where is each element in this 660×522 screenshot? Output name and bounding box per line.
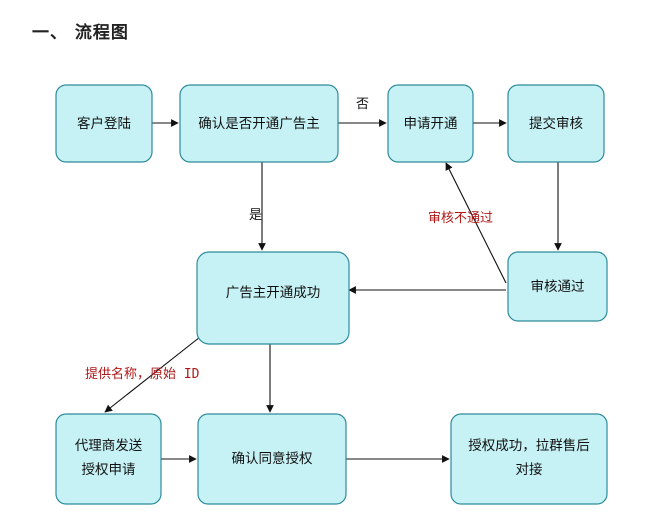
- node-confirm-authorize: 确认同意授权: [197, 413, 347, 505]
- node-submit-review: 提交审核: [507, 84, 605, 163]
- node-apply-open: 申请开通: [387, 84, 474, 163]
- node-confirm-advertiser-label: 确认是否开通广告主: [198, 116, 320, 132]
- edge-advertiser-opened-to-agent-send: [104, 336, 201, 413]
- node-review-passed-label: 审核通过: [531, 279, 585, 295]
- edge-label-review-failed: 审核不通过: [428, 211, 493, 226]
- node-login-label: 客户登陆: [77, 115, 131, 132]
- node-login: 客户登陆: [55, 84, 153, 163]
- node-agent-send: 代理商发送 授权申请: [55, 413, 162, 505]
- edge-label-yes: 是: [249, 208, 262, 223]
- edge-review-passed-to-apply: [445, 162, 507, 284]
- edge-label-no: 否: [356, 97, 369, 112]
- node-auth-success: 授权成功，拉群售后 对接: [450, 413, 608, 505]
- edge-label-provide-info: 提供名称，原始 ID: [85, 366, 200, 382]
- node-auth-success-label-1: 授权成功，拉群售后: [468, 437, 590, 454]
- node-review-passed: 审核通过: [507, 251, 608, 322]
- node-advertiser-opened: 广告主开通成功: [196, 251, 350, 345]
- node-submit-review-label: 提交审核: [529, 115, 583, 132]
- node-apply-open-label: 申请开通: [404, 116, 458, 132]
- node-confirm-authorize-label: 确认同意授权: [232, 450, 313, 467]
- node-auth-success-label-2: 对接: [516, 461, 543, 478]
- node-agent-send-label-1: 代理商发送: [75, 438, 143, 454]
- node-advertiser-opened-label: 广告主开通成功: [226, 285, 321, 301]
- page-title: 一、 流程图: [32, 23, 129, 43]
- node-confirm-advertiser: 确认是否开通广告主: [179, 84, 339, 163]
- node-agent-send-label-2: 授权申请: [82, 461, 136, 478]
